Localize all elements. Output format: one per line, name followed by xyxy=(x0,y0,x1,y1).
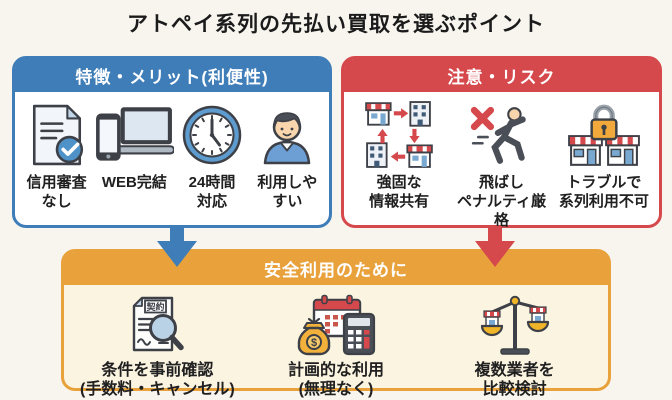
blue-down-arrow xyxy=(157,226,197,267)
safety-box-header: 安全利用のために xyxy=(64,252,608,285)
safety-item-planned-use: $ 計画的な利用 (無理なく) xyxy=(247,293,426,399)
red-down-arrow xyxy=(475,226,515,267)
risk-box: 注意・リスク xyxy=(341,56,662,230)
risk-box-header: 注意・リスク xyxy=(344,59,659,92)
merit-item-credit-check: 信用審査 なし xyxy=(19,100,94,212)
compare-scale-icon xyxy=(479,293,551,357)
risk-item-info-sharing: 強固な 情報共有 xyxy=(348,100,450,212)
moneybag-calendar-calculator-icon: $ xyxy=(296,293,376,357)
safety-box-body: 契約 条件を事前確認 (手数料・キャンセル) xyxy=(64,285,608,399)
safety-box: 安全利用のために 契約 条件を事前確認 (手数料・キャンセル) xyxy=(61,249,611,398)
merit-item-web: WEB完結 xyxy=(94,100,175,193)
contract-magnifier-icon: 契約 xyxy=(126,293,188,357)
page-title: アトペイ系列の先払い買取を選ぶポイント xyxy=(127,13,545,36)
safety-item-label: 複数業者を 比較検討 xyxy=(474,362,555,399)
risk-item-blocked: トラブルで 系列利用不可 xyxy=(553,100,655,212)
merit-box-body: 信用審査 なし WEB完結 xyxy=(15,92,329,212)
risk-box-body: 強固な 情報共有 xyxy=(344,92,659,230)
phone-laptop-icon xyxy=(94,100,175,170)
safety-item-label: 条件を事前確認 (手数料・キャンセル) xyxy=(80,362,235,399)
merit-item-label: 利用しや すい xyxy=(257,174,318,210)
risk-item-penalty: 飛ばし ペナルティ厳格 xyxy=(450,100,552,230)
merit-box: 特徴・メリット(利便性) 信用審査 なし xyxy=(12,56,332,228)
contract-tag-text: 契約 xyxy=(146,301,165,312)
document-check-icon xyxy=(28,100,86,170)
merit-item-label: 24時間 対応 xyxy=(188,174,236,210)
merit-item-24h: 24時間 対応 xyxy=(174,100,249,212)
merit-item-label: 信用審査 なし xyxy=(26,174,87,210)
safety-item-label: 計画的な利用 (無理なく) xyxy=(288,362,385,399)
locked-stores-icon xyxy=(567,100,640,170)
clock-icon xyxy=(182,100,242,170)
merit-item-easy: 利用しや すい xyxy=(250,100,325,212)
risk-item-label: トラブルで 系列利用不可 xyxy=(558,174,649,210)
risk-item-label: 飛ばし ペナルティ厳格 xyxy=(456,174,547,229)
safety-item-compare: 複数業者を 比較検討 xyxy=(425,293,604,399)
runner-x-icon xyxy=(468,100,534,170)
risk-item-label: 強固な 情報共有 xyxy=(369,174,430,210)
stores-network-icon xyxy=(365,100,433,170)
person-icon xyxy=(257,100,317,170)
merit-item-label: WEB完結 xyxy=(101,174,167,191)
safety-item-check-terms: 契約 条件を事前確認 (手数料・キャンセル) xyxy=(68,293,247,399)
merit-box-header: 特徴・メリット(利便性) xyxy=(15,59,329,92)
moneybag-dollar-text: $ xyxy=(311,337,317,349)
